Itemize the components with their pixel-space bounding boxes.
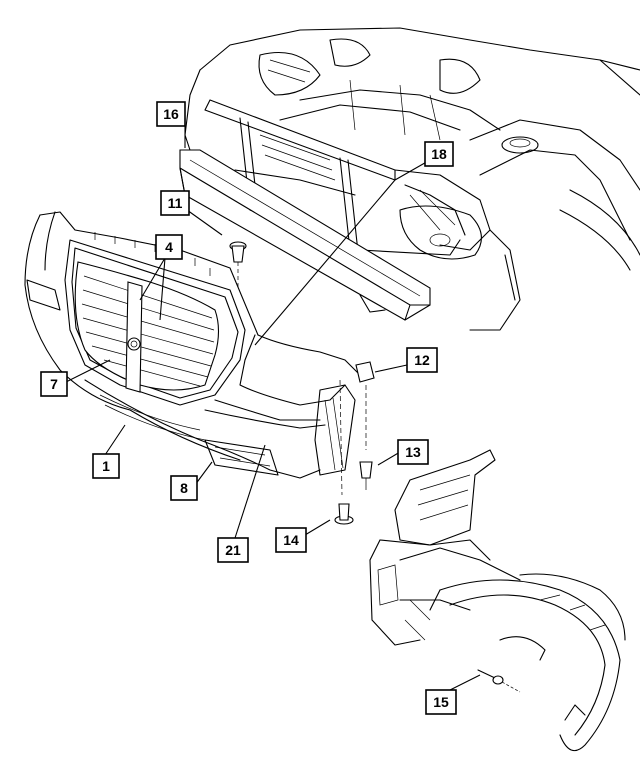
fender-liner <box>369 449 626 752</box>
callout-11-label: 11 <box>168 195 183 211</box>
callout-21-label: 21 <box>225 542 241 558</box>
grille <box>74 261 220 393</box>
callout-21: 21 <box>217 537 249 563</box>
push-rivet-14 <box>334 379 354 525</box>
callout-15: 15 <box>425 689 457 715</box>
callout-8: 8 <box>170 475 198 501</box>
callout-18-label: 18 <box>431 146 447 162</box>
callout-14: 14 <box>275 527 307 553</box>
callout-13-label: 13 <box>405 444 421 460</box>
callout-11: 11 <box>160 190 190 216</box>
callout-8-label: 8 <box>180 480 188 496</box>
screw-13 <box>359 461 373 490</box>
front-fascia <box>24 211 361 479</box>
bracket-12 <box>355 361 375 450</box>
bumper-reinforcement-beam <box>179 149 431 321</box>
callout-14-label: 14 <box>283 532 299 548</box>
callout-12-label: 12 <box>414 352 430 368</box>
callout-16-label: 16 <box>163 106 179 122</box>
callout-4: 4 <box>155 234 183 260</box>
callout-12: 12 <box>406 347 438 373</box>
push-pin-fastener <box>229 241 247 290</box>
callout-15-label: 15 <box>433 694 449 710</box>
callout-1: 1 <box>92 453 120 479</box>
callout-16: 16 <box>156 101 186 127</box>
leader-lines <box>59 118 481 691</box>
callout-4-label: 4 <box>165 239 173 255</box>
fasteners <box>229 241 375 525</box>
callout-1-label: 1 <box>102 458 110 474</box>
callout-13: 13 <box>397 439 429 465</box>
callout-7-label: 7 <box>50 376 58 392</box>
callout-18: 18 <box>424 141 454 167</box>
callout-7: 7 <box>40 371 68 397</box>
